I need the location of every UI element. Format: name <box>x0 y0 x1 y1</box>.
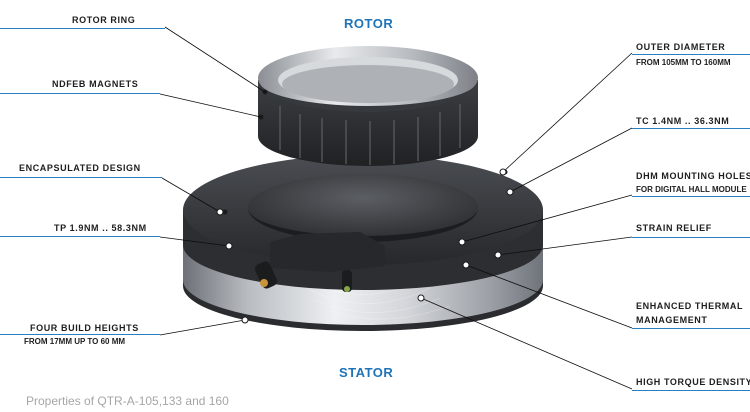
cable-small <box>342 270 352 292</box>
rule-outer-diameter <box>632 54 750 55</box>
label-encapsulated-design: ENCAPSULATED DESIGN <box>19 163 141 173</box>
rule-tp-range <box>0 236 160 237</box>
label-thermal-line2: MANAGEMENT <box>636 315 708 325</box>
rule-strain-relief <box>632 237 750 238</box>
cable-entry-block <box>270 232 385 272</box>
rule-dhm-holes <box>632 196 750 197</box>
rule-rotor-ring <box>0 28 165 29</box>
label-ndfeb-magnets: NDFEB MAGNETS <box>52 79 139 89</box>
rule-encapsulated-design <box>0 177 162 178</box>
stator-bore-rim <box>248 208 478 242</box>
cable-large <box>254 261 278 289</box>
rule-high-torque <box>632 390 750 391</box>
rule-four-build-heights <box>0 334 160 335</box>
rule-thermal <box>632 328 750 329</box>
label-thermal-line1: ENHANCED THERMAL <box>636 301 744 311</box>
label-high-torque: HIGH TORQUE DENSITY <box>636 377 750 387</box>
rotor <box>258 46 478 166</box>
stator-heading: STATOR <box>339 365 394 380</box>
label-tc-range: TC 1.4NM .. 36.3NM <box>636 116 730 126</box>
stator <box>183 155 543 331</box>
leader-lines <box>159 26 633 390</box>
rotor-ring-bore <box>282 65 454 103</box>
rotor-heading: ROTOR <box>344 16 394 31</box>
leader-endpoints <box>216 168 514 324</box>
mounting-hole <box>222 209 228 215</box>
rotor-magnet-tops <box>258 80 478 112</box>
label-strain-relief: STRAIN RELIEF <box>636 223 712 233</box>
label-four-build-heights-sub: FROM 17MM UP TO 60 MM <box>24 337 126 346</box>
rule-ndfeb-magnets <box>0 93 160 94</box>
magnet-gaps <box>279 104 461 165</box>
label-dhm-holes-sub: FOR DIGITAL HALL MODULE <box>636 185 747 194</box>
figure-caption: Properties of QTR-A-105,133 and 160 <box>26 394 229 408</box>
label-dhm-holes: DHM MOUNTING HOLES <box>636 171 750 181</box>
stator-bore <box>248 174 478 242</box>
label-tp-range: TP 1.9NM .. 58.3NM <box>54 223 147 233</box>
label-outer-diameter: OUTER DIAMETER <box>636 42 726 52</box>
rule-tc-range <box>632 128 750 129</box>
label-outer-diameter-sub: FROM 105MM TO 160MM <box>636 58 731 67</box>
label-rotor-ring: ROTOR RING <box>72 15 136 25</box>
label-four-build-heights: FOUR BUILD HEIGHTS <box>30 323 139 333</box>
